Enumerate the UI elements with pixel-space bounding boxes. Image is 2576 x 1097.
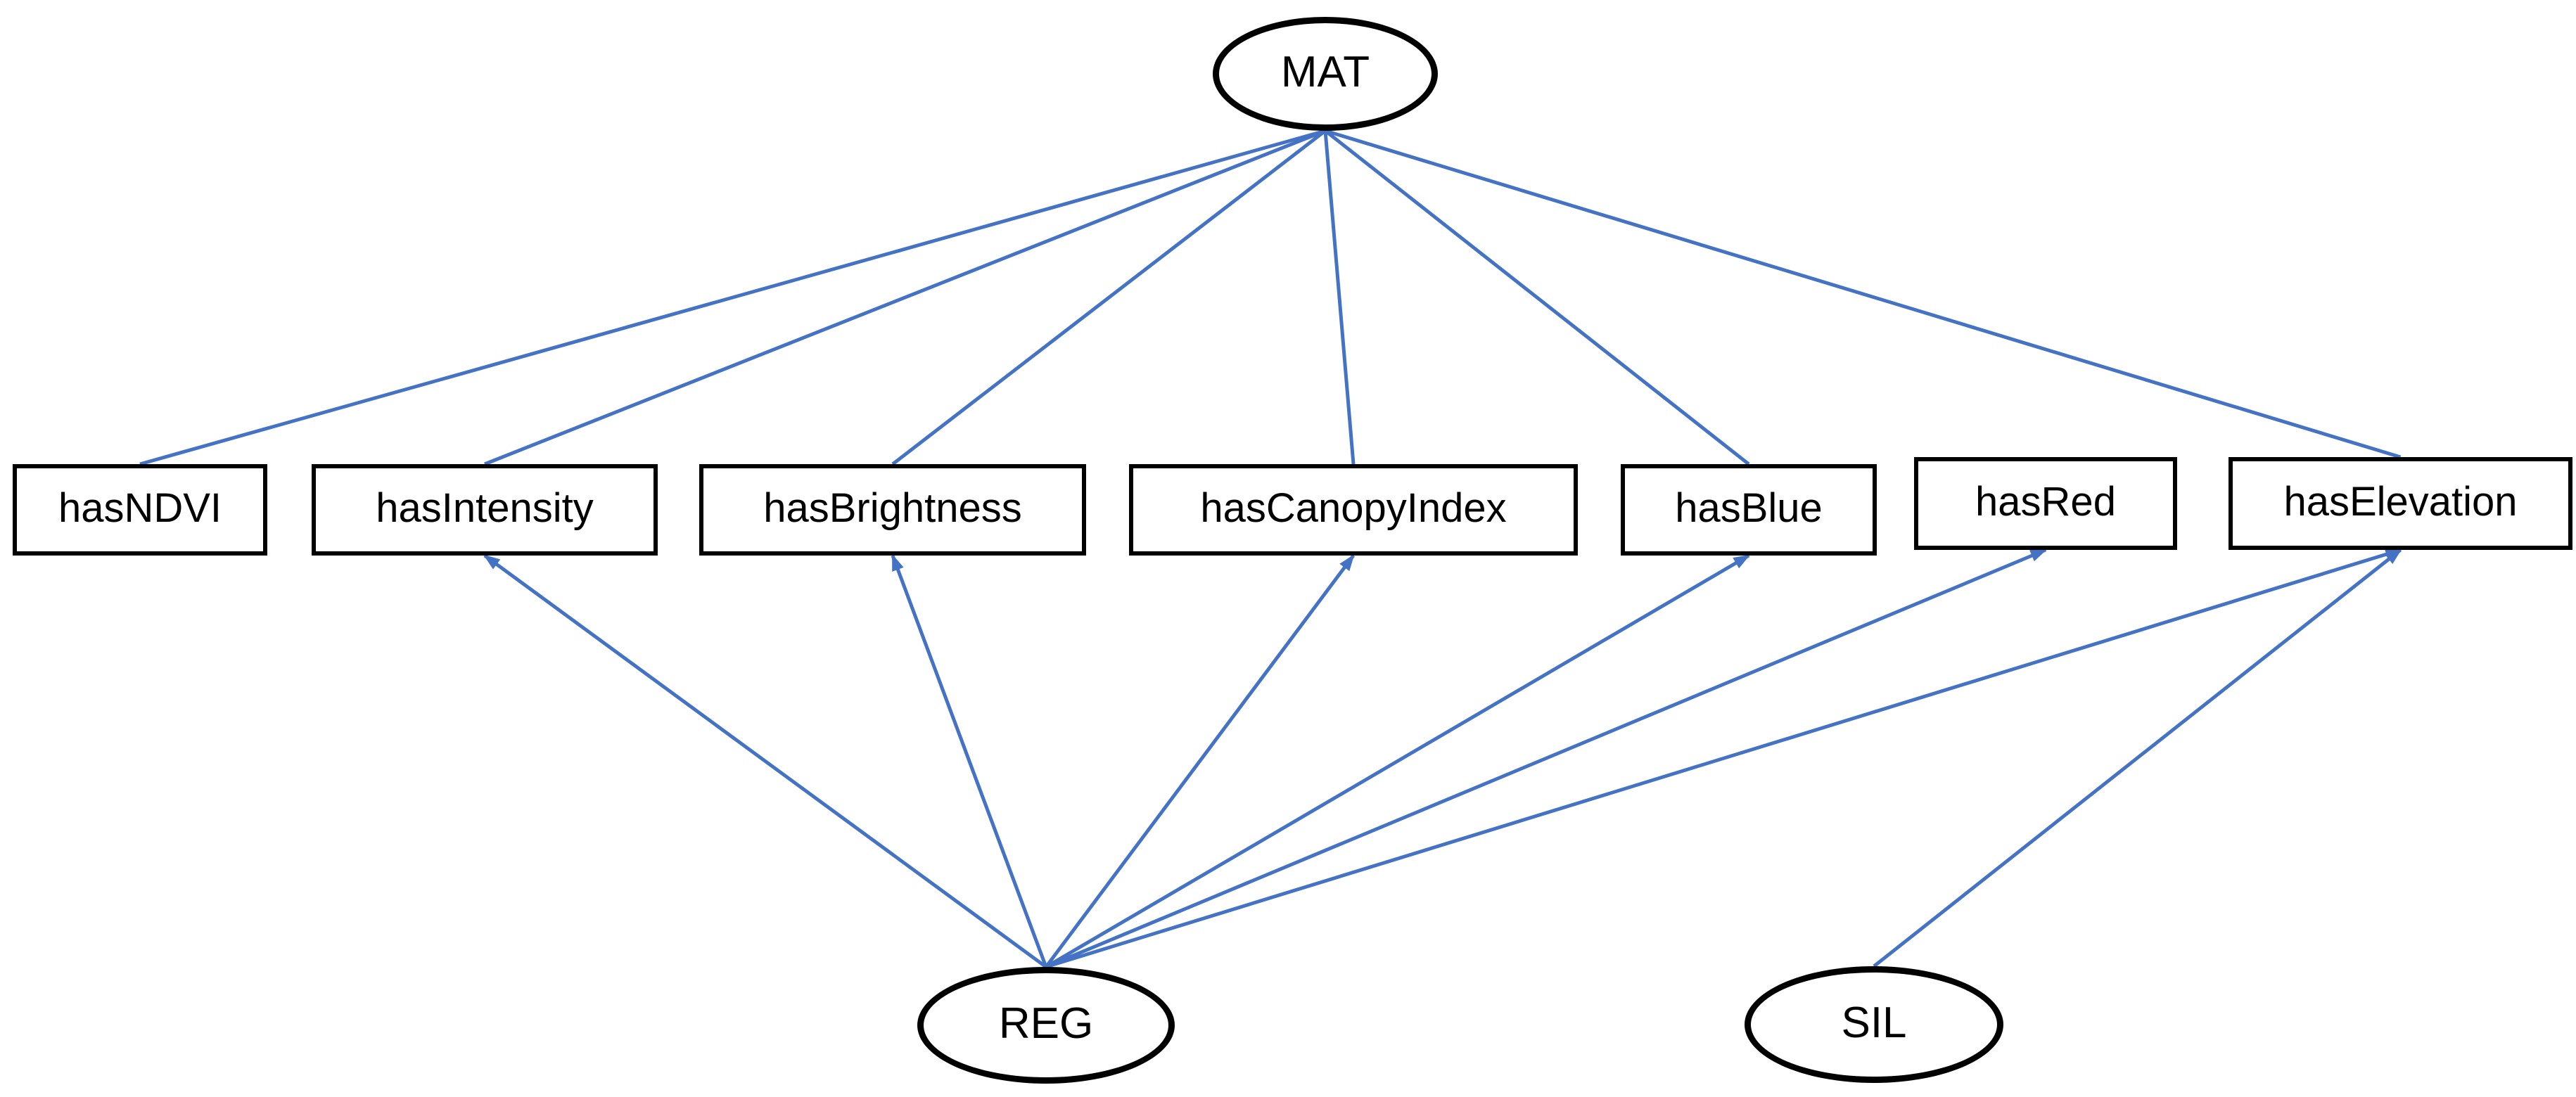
edge-mat-hasNDVI xyxy=(139,129,1326,466)
edge-reg-hasIntensity xyxy=(483,553,1047,969)
node-hascanopyindex: hasCanopyIndex xyxy=(1129,464,1578,556)
node-hasred: hasRed xyxy=(1914,457,2177,550)
node-reg: REG xyxy=(917,967,1175,1084)
edge-mat-hasElevation xyxy=(1325,129,2402,459)
node-hasndvi: hasNDVI xyxy=(13,464,267,556)
node-sil: SIL xyxy=(1745,966,2003,1083)
node-hasintensity-label: hasIntensity xyxy=(376,485,594,531)
edge-reg-hasBlue xyxy=(1045,553,1751,969)
node-mat-label: MAT xyxy=(1280,48,1370,96)
node-haselevation-label: hasElevation xyxy=(2283,479,2518,525)
node-sil-label: SIL xyxy=(1841,999,1907,1047)
edge-mat-hasIntensity xyxy=(484,129,1326,466)
edge-reg-hasElevation xyxy=(1045,548,2402,969)
node-hasbrightness-label: hasBrightness xyxy=(763,485,1022,531)
node-haselevation: hasElevation xyxy=(2229,457,2572,550)
edge-mat-hasCanopyIndex xyxy=(1323,130,1356,465)
edge-reg-hasCanopyIndex xyxy=(1044,553,1356,968)
node-hascanopyindex-label: hasCanopyIndex xyxy=(1200,485,1507,531)
edge-mat-hasBrightness xyxy=(891,129,1327,466)
edge-mat-hasBlue xyxy=(1324,129,1750,466)
node-hasndvi-label: hasNDVI xyxy=(58,485,222,531)
node-hasred-label: hasRed xyxy=(1975,479,2116,525)
node-mat: MAT xyxy=(1213,17,1438,131)
edge-reg-hasBrightness xyxy=(891,553,1048,968)
node-hasbrightness: hasBrightness xyxy=(699,464,1086,556)
node-hasintensity: hasIntensity xyxy=(312,464,658,556)
node-hasblue: hasBlue xyxy=(1621,464,1877,556)
edge-reg-hasRed xyxy=(1045,548,2048,969)
node-reg-label: REG xyxy=(998,999,1094,1048)
node-hasblue-label: hasBlue xyxy=(1675,485,1823,531)
edge-sil-hasElevation xyxy=(1873,548,2402,968)
